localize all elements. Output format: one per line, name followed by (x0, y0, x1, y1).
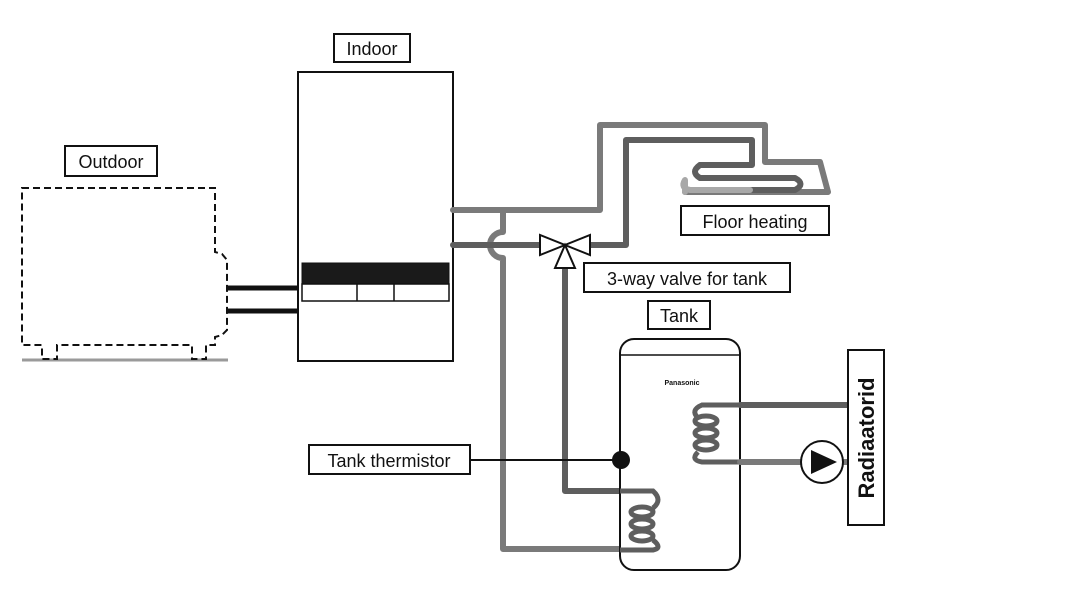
valve-label-box: 3-way valve for tank (583, 262, 791, 293)
tank-label-box: Tank (647, 300, 711, 330)
floor-heating-coil-dark (692, 162, 804, 193)
pipe-valve-to-tank (562, 265, 623, 494)
indoor-control-panel (301, 262, 450, 285)
floor-heating-label: Floor heating (702, 212, 807, 232)
indoor-label-box: Indoor (333, 33, 411, 63)
pipe-flow-to-floor (587, 137, 755, 248)
tank: Panasonic (619, 338, 741, 571)
outdoor-label: Outdoor (78, 152, 143, 172)
pump-icon[interactable] (800, 440, 844, 484)
radiators-label-box: Radiaatorid (847, 349, 885, 526)
tank-upper-coil (692, 402, 740, 465)
three-way-valve-icon[interactable] (539, 233, 591, 269)
indoor-unit (297, 71, 454, 362)
pipe-return-floor (450, 122, 831, 213)
brand-logo: Panasonic (664, 380, 699, 387)
indoor-label: Indoor (346, 39, 397, 59)
outdoor-unit (21, 187, 228, 360)
floor-heating-coil-light (680, 177, 753, 195)
tank-lower-coil (620, 488, 661, 553)
thermistor-sensor-icon (612, 451, 630, 469)
valve-label: 3-way valve for tank (607, 269, 768, 289)
pipe-return-tank (487, 207, 623, 552)
outdoor-label-box: Outdoor (64, 145, 158, 177)
tank-thermistor-label: Tank thermistor (327, 451, 450, 471)
tank-thermistor-label-box: Tank thermistor (308, 444, 471, 475)
tank-label: Tank (660, 306, 699, 326)
floor-heating-label-box: Floor heating (680, 205, 830, 236)
radiators-label: Radiaatorid (854, 377, 879, 498)
